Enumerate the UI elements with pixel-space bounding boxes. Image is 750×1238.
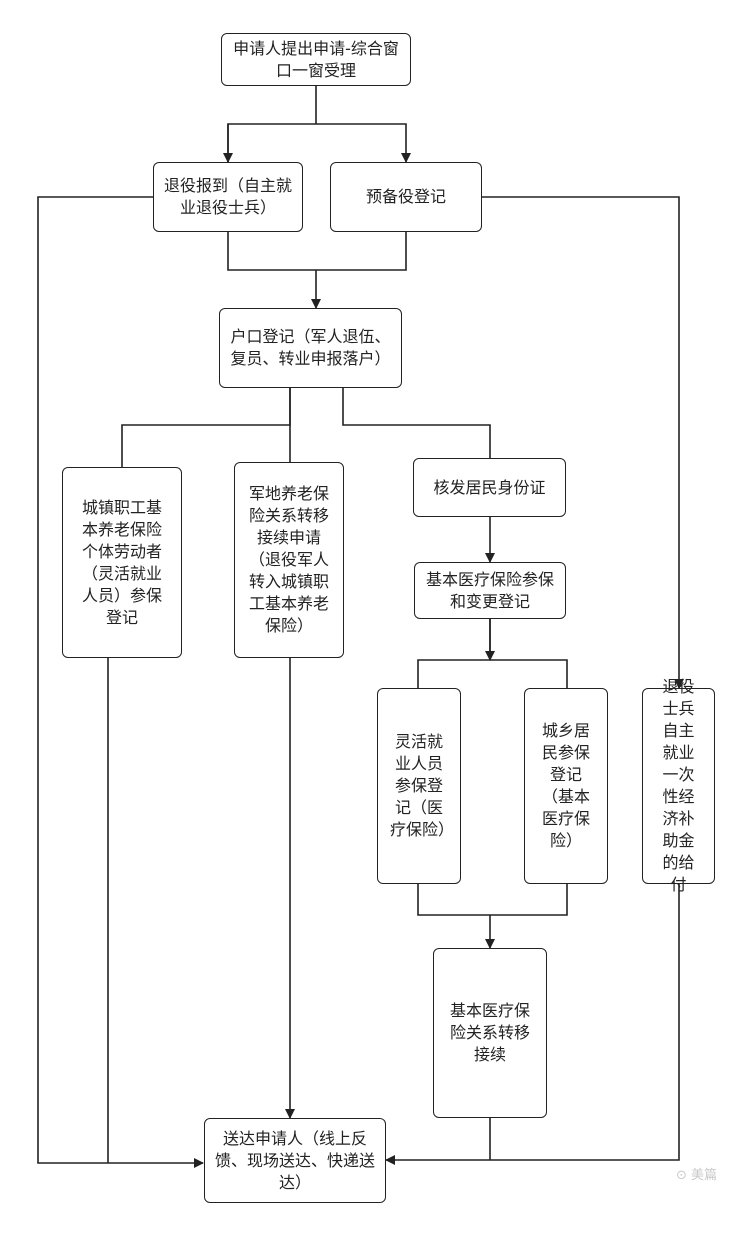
start-label: 申请人提出申请-综合窗口一窗受理 xyxy=(233,38,399,80)
flexible-medical-node: 灵活就业人员参保登记（医疗保险） xyxy=(377,688,461,884)
hukou-register-node: 户口登记（军人退伍、复员、转业申报落户） xyxy=(219,308,402,388)
id-card-label: 核发居民身份证 xyxy=(433,477,546,497)
hukou-register-label: 户口登记（军人退伍、复员、转业申报落户） xyxy=(230,327,391,368)
watermark-text: 美篇 xyxy=(691,1168,718,1183)
subsidy-label: 退役士兵自主就业一次性经济补助金的给付 xyxy=(662,677,695,894)
id-card-node: 核发居民身份证 xyxy=(413,458,566,517)
watermark: ⊙ 美篇 xyxy=(676,1164,717,1183)
start-node: 申请人提出申请-综合窗口一窗受理 xyxy=(221,33,411,86)
edge-reserve-to-subsidy xyxy=(482,196,684,689)
flexible-medical-label: 灵活就业人员参保登记（医疗保险） xyxy=(390,732,455,839)
edge-veteran-to-deliver xyxy=(37,196,204,1168)
urban-rural-medical-node: 城乡居民参保登记（基本医疗保险） xyxy=(524,688,608,884)
reserve-register-label: 预备役登记 xyxy=(365,187,446,206)
reserve-register-node: 预备役登记 xyxy=(330,162,482,232)
watermark-logo-icon: ⊙ xyxy=(676,1168,687,1183)
edge-merge-to-hukou xyxy=(227,232,407,308)
urban-pension-node: 城镇职工基本养老保险个体劳动者（灵活就业人员）参保登记 xyxy=(62,467,182,658)
military-pension-label: 军地养老保险关系转移接续申请（退役军人转入城镇职工基本养老保险） xyxy=(248,484,329,635)
medical-register-node: 基本医疗保险参保和变更登记 xyxy=(414,562,566,619)
medical-transfer-node: 基本医疗保险关系转移接续 xyxy=(433,948,547,1118)
deliver-label: 送达申请人（线上反馈、现场送达、快递送达） xyxy=(214,1128,375,1192)
medical-transfer-label: 基本医疗保险关系转移接续 xyxy=(449,1001,530,1064)
edge-medical-split xyxy=(417,619,568,688)
medical-register-label: 基本医疗保险参保和变更登记 xyxy=(425,569,554,611)
veteran-report-node: 退役报到（自主就业退役士兵） xyxy=(153,162,303,232)
edge-medical-merge xyxy=(417,884,568,948)
edge-hukou-to-id xyxy=(342,388,491,458)
urban-rural-medical-label: 城乡居民参保登记（基本医疗保险） xyxy=(541,721,590,850)
veteran-report-label: 退役报到（自主就业退役士兵） xyxy=(163,176,292,217)
edge-subsidy-to-deliver xyxy=(385,884,680,1165)
urban-pension-label: 城镇职工基本养老保险个体劳动者（灵活就业人员）参保登记 xyxy=(81,497,162,627)
deliver-node: 送达申请人（线上反馈、现场送达、快递送达） xyxy=(204,1118,386,1203)
edge-start-split xyxy=(227,86,406,162)
subsidy-node: 退役士兵自主就业一次性经济补助金的给付 xyxy=(642,677,715,894)
edge-hukou-to-pension xyxy=(121,388,291,467)
military-pension-node: 军地养老保险关系转移接续申请（退役军人转入城镇职工基本养老保险） xyxy=(234,462,344,658)
